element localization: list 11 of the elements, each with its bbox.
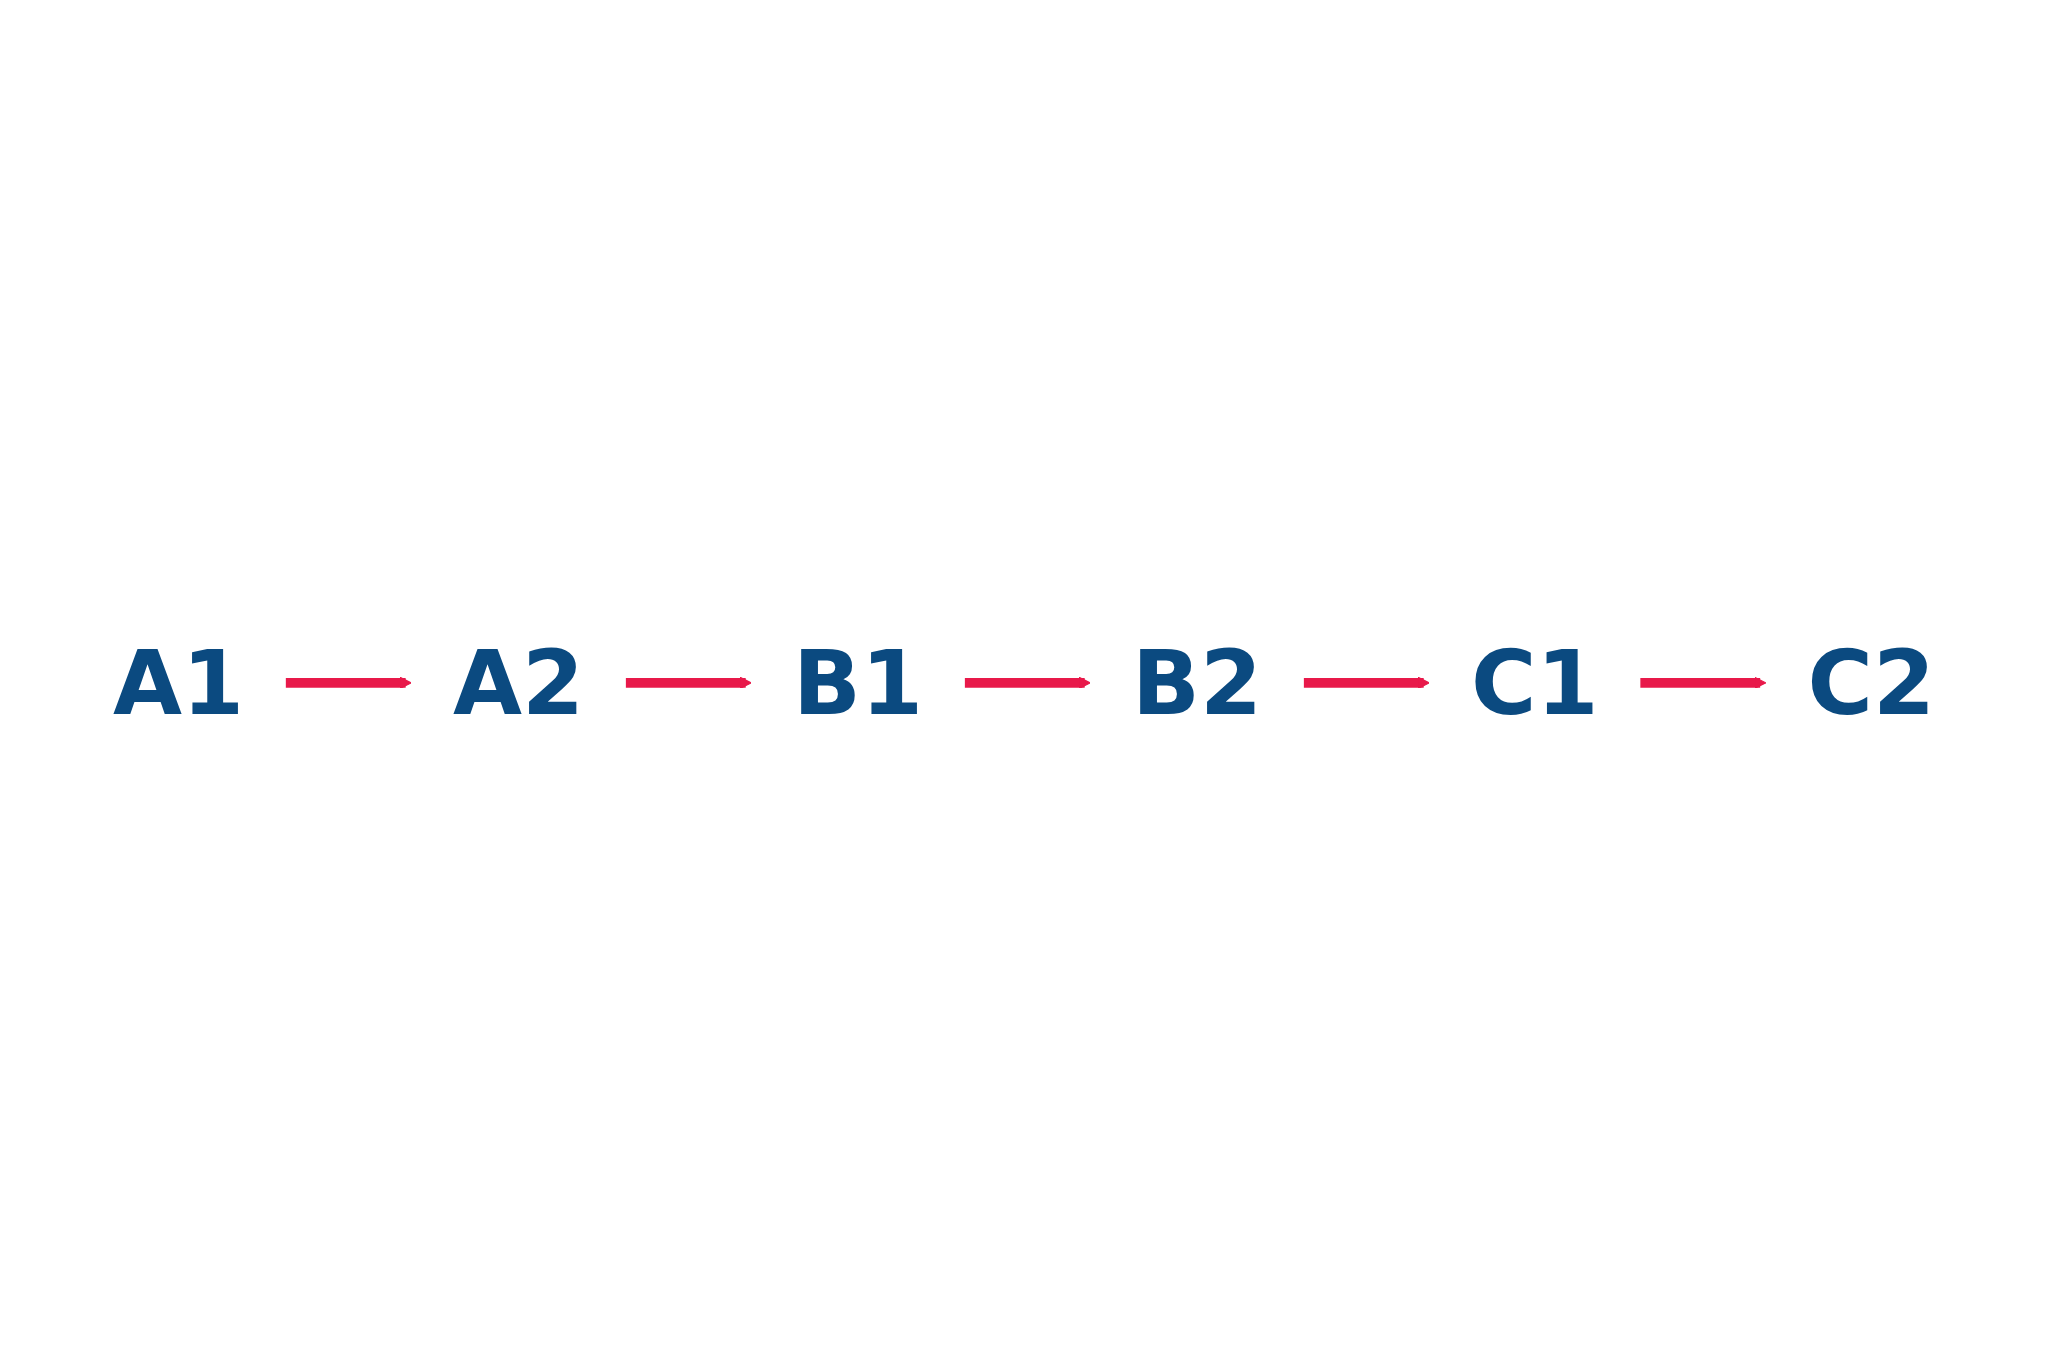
node-text: A2 [453,630,585,735]
node-text: B1 [793,630,924,735]
arrow [964,676,1091,689]
node-text: C1 [1471,630,1599,735]
arrow [1640,676,1767,689]
node-text: C2 [1807,630,1936,735]
arrow [285,676,412,689]
arrow [1303,676,1430,689]
node-text: A1 [112,630,245,735]
node-text: B2 [1132,630,1263,735]
arrow [625,676,752,689]
